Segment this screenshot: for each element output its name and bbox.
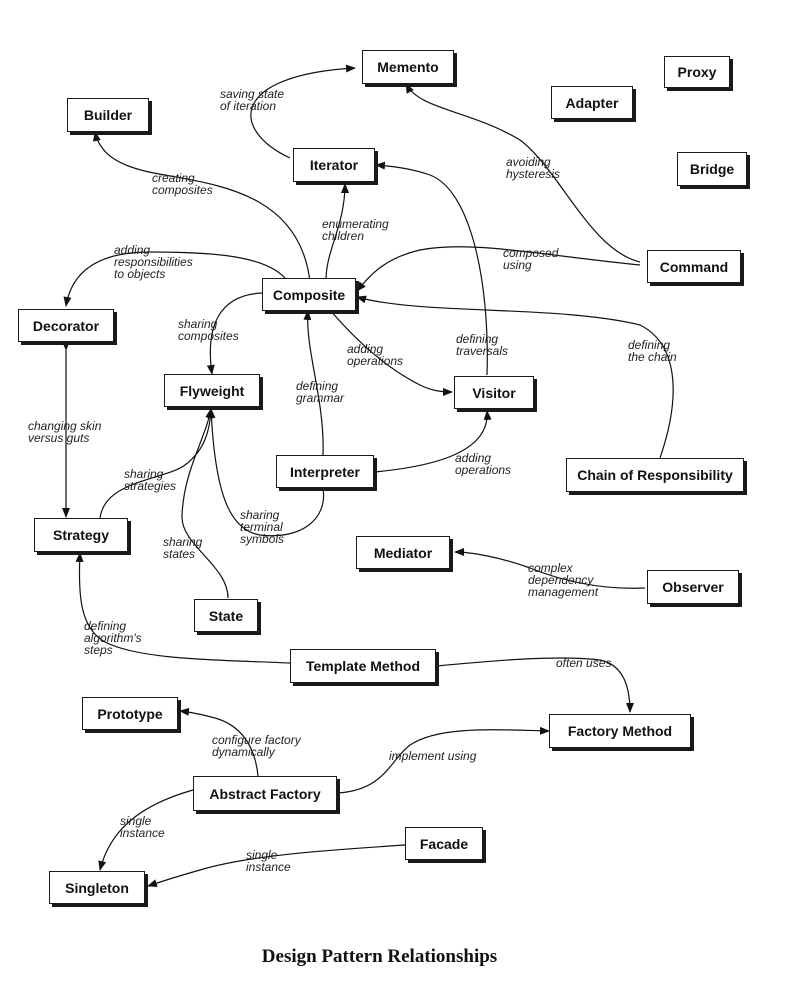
command-box: Command — [647, 250, 741, 283]
builder-box: Builder — [67, 98, 149, 132]
arrow-interpreter-composite — [303, 310, 324, 456]
adapter-box: Adapter — [551, 86, 633, 119]
visitor-box: Visitor — [454, 376, 534, 409]
proxy-box: Proxy — [664, 56, 730, 88]
arrow-abstract-prototype — [179, 707, 259, 777]
arrow-iterator-memento — [250, 64, 356, 159]
label-defining-algorithm: defining algorithm's steps — [84, 619, 142, 657]
facade-box: Facade — [405, 827, 483, 860]
label-sharing-composites: sharing composites — [178, 317, 239, 343]
iterator-box: Iterator — [293, 148, 375, 182]
label-enumerating-children: enumerating children — [322, 217, 389, 243]
label-single-instance-abstract: single instance — [120, 814, 165, 840]
arrow-interpreter-visitor — [373, 410, 492, 473]
label-sharing-states: sharing states — [163, 535, 203, 561]
label-often-uses: often uses — [556, 656, 612, 670]
arrow-template-factory — [436, 657, 634, 713]
label-composed-using: composed using — [503, 246, 559, 272]
arrow-command-memento — [405, 83, 641, 263]
arrow-composite-builder — [93, 131, 311, 283]
observer-box: Observer — [647, 570, 739, 604]
label-defining-grammar: defining grammar — [296, 379, 345, 405]
singleton-box: Singleton — [49, 871, 145, 904]
template-method-box: Template Method — [290, 649, 436, 683]
diagram-title: Design Pattern Relationships — [261, 946, 498, 967]
label-defining-traversals: defining traversals — [456, 332, 509, 358]
label-saving-state: saving state of iteration — [220, 87, 285, 113]
arrow-template-strategy — [75, 552, 291, 664]
label-single-instance-facade: single instance — [246, 848, 291, 874]
label-sharing-strategies: sharing strategies — [124, 467, 177, 493]
label-changing-skin: changing skin versus guts — [28, 419, 102, 445]
arrow-composite-flyweight — [206, 292, 263, 375]
arrow-composite-decorator — [63, 251, 289, 307]
arrow-strategy-flyweight — [99, 408, 215, 519]
factory-method-box: Factory Method — [549, 714, 691, 748]
label-creating-composites: creating composites — [152, 171, 213, 197]
memento-box: Memento — [362, 50, 454, 84]
label-implement-using: implement using — [389, 749, 477, 763]
arrow-composite-iterator — [325, 183, 349, 281]
arrow-chain-composite — [356, 295, 674, 459]
composite-box: Composite — [262, 278, 356, 311]
flyweight-box: Flyweight — [164, 374, 260, 407]
prototype-box: Prototype — [82, 697, 178, 730]
label-adding-responsibilities: adding responsibilities to objects — [114, 243, 193, 281]
arrow-state-flyweight — [181, 408, 229, 599]
abstract-factory-box: Abstract Factory — [193, 776, 337, 811]
arrow-visitor-iterator — [375, 161, 488, 376]
label-configure-factory: configure factory dynamically — [212, 733, 301, 759]
mediator-box: Mediator — [356, 536, 450, 569]
arrow-interpreter-flyweight — [207, 408, 325, 537]
arrow-command-composite — [356, 246, 641, 292]
arrow-abstract-singleton — [98, 789, 194, 871]
chain-of-responsibility-box: Chain of Responsibility — [566, 458, 744, 492]
arrow-observer-mediator — [454, 548, 646, 589]
arrow-facade-singleton — [147, 844, 406, 887]
label-sharing-terminal-symbols: sharing terminal symbols — [240, 508, 285, 546]
state-box: State — [194, 599, 258, 632]
label-defining-the-chain: defining the chain — [628, 338, 677, 364]
decorator-box: Decorator — [18, 309, 114, 342]
label-adding-operations-interpreter: adding operations — [455, 451, 512, 477]
strategy-box: Strategy — [34, 518, 128, 552]
arrow-abstract-factory-method — [337, 726, 550, 794]
arrow-composite-visitor — [329, 309, 453, 396]
interpreter-box: Interpreter — [276, 455, 374, 488]
label-adding-operations-composite: adding operations — [347, 342, 404, 368]
label-complex-dependency: complex dependency management — [528, 561, 599, 599]
label-avoiding-hysteresis: avoiding hysteresis — [506, 155, 561, 181]
bridge-box: Bridge — [677, 152, 747, 186]
